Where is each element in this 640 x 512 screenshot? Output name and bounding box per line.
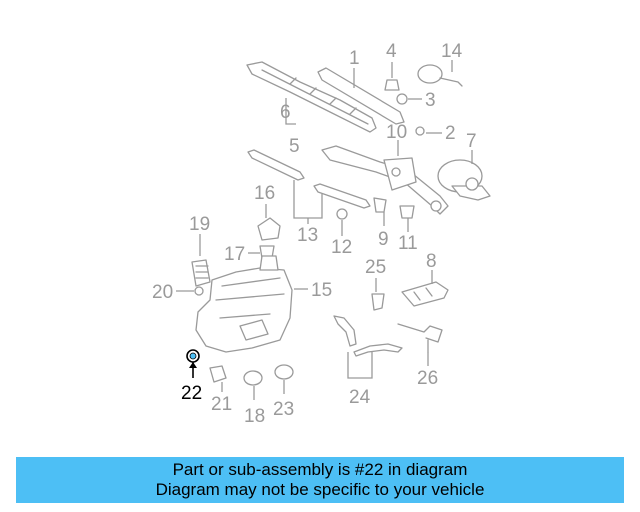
label-14: 14 <box>441 41 463 62</box>
washer-reservoir-part <box>195 255 293 353</box>
banner-line-disclaimer: Diagram may not be specific to your vehi… <box>155 480 485 499</box>
small-parts-middle <box>336 197 415 220</box>
label-21: 21 <box>211 394 232 415</box>
label-20: 20 <box>152 282 173 303</box>
label-10: 10 <box>386 122 407 143</box>
small-parts-bottom <box>209 364 294 386</box>
harness-part <box>397 323 443 353</box>
label-4: 4 <box>386 41 397 62</box>
small-parts-top <box>384 64 463 136</box>
connecting-rods-part <box>247 149 371 209</box>
label-23: 23 <box>273 399 294 420</box>
label-12: 12 <box>331 237 352 258</box>
label-26: 26 <box>417 368 438 389</box>
label-2: 2 <box>445 123 456 144</box>
label-1: 1 <box>349 48 360 69</box>
linkage-part <box>321 145 449 215</box>
label-16: 16 <box>254 183 275 204</box>
label-11: 11 <box>398 233 418 254</box>
label-7: 7 <box>466 131 477 152</box>
label-13: 13 <box>297 225 318 246</box>
label-17: 17 <box>224 244 245 265</box>
wiper-blade-part <box>246 61 377 133</box>
label-25: 25 <box>365 257 386 278</box>
label-18: 18 <box>244 406 265 427</box>
washer-hoses-part <box>333 315 403 357</box>
callout-lines <box>176 60 473 400</box>
part-number-labels: 1 4 14 3 6 10 2 7 5 16 19 13 12 9 11 17 … <box>152 41 477 427</box>
label-9: 9 <box>378 229 389 250</box>
grommet-22-part <box>186 349 200 363</box>
bracket-part <box>401 281 449 307</box>
label-15: 15 <box>311 280 332 301</box>
label-8: 8 <box>426 251 437 272</box>
parts-diagram: 1 4 14 3 6 10 2 7 5 16 19 13 12 9 11 17 … <box>152 41 491 427</box>
reservoir-cap-part <box>257 217 281 259</box>
wiper-arm-part <box>317 67 405 125</box>
washer-pump-part <box>191 259 211 296</box>
label-3: 3 <box>425 90 436 111</box>
info-banner: Part or sub-assembly is #22 in diagram D… <box>16 457 624 503</box>
label-24: 24 <box>349 387 371 408</box>
label-5: 5 <box>289 136 300 157</box>
nozzle-part <box>371 293 385 311</box>
motor-part <box>437 159 491 201</box>
label-6: 6 <box>280 102 291 123</box>
label-19: 19 <box>189 214 210 235</box>
banner-line-part-number: Part or sub-assembly is #22 in diagram <box>172 460 468 479</box>
label-22: 22 <box>181 383 202 404</box>
